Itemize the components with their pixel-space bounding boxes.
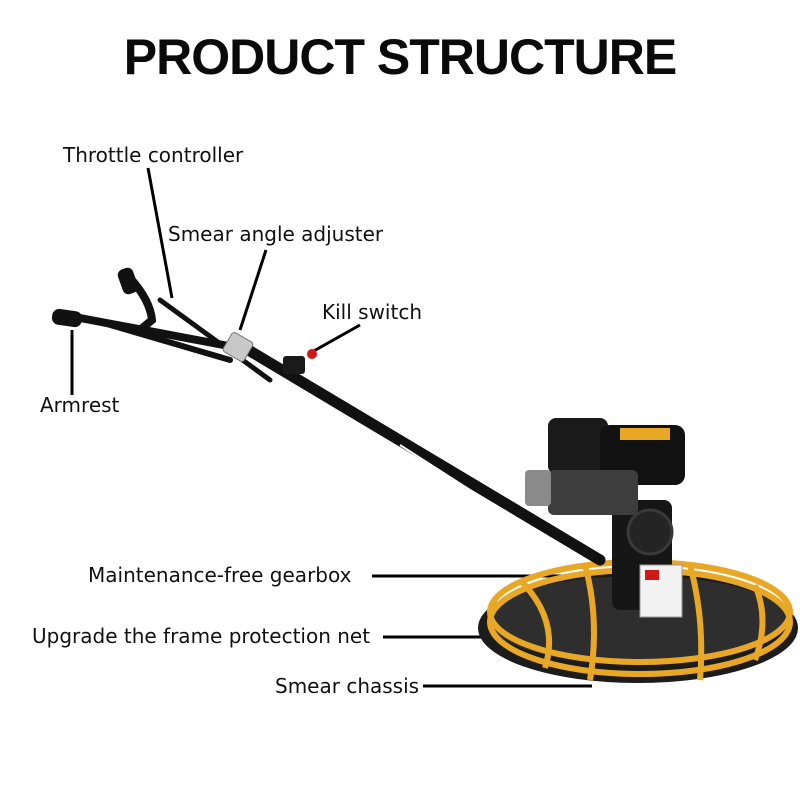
label-gearbox: Maintenance-free gearbox (88, 563, 352, 587)
engine-air-filter (548, 418, 608, 474)
kill-switch-housing (283, 356, 305, 374)
leader-kill-switch (311, 323, 361, 354)
kill-switch-button (307, 349, 317, 359)
engine-block (548, 470, 638, 515)
label-armrest: Armrest (40, 393, 120, 417)
leader-throttle (146, 167, 174, 299)
throttle-grip (117, 267, 139, 295)
label-smear-angle-adjuster: Smear angle adjuster (168, 222, 384, 246)
page-title: PRODUCT STRUCTURE (123, 29, 677, 85)
leader-smear-angle (238, 249, 268, 331)
handle-assembly (76, 274, 606, 566)
engine-muffler (525, 470, 551, 506)
label-throttle-controller: Throttle controller (63, 143, 244, 167)
smear-angle-collar (222, 332, 254, 362)
label-kill-switch: Kill switch (322, 300, 422, 324)
armrest-grip (51, 308, 83, 328)
label-smear-chassis: Smear chassis (275, 674, 420, 698)
label-frame-protection-net: Upgrade the frame protection net (32, 624, 371, 648)
